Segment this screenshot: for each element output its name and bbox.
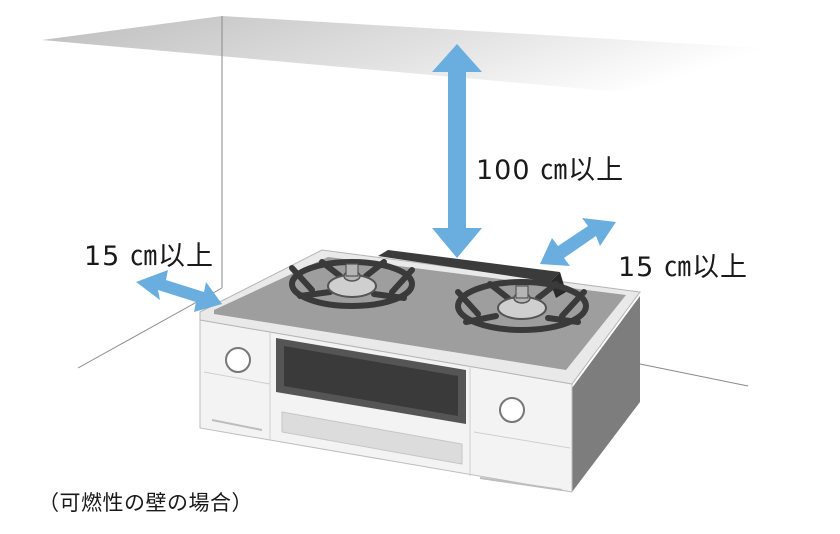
cooktop-surface (214, 257, 626, 370)
panel-h-2 (473, 431, 571, 449)
right-burner (455, 279, 589, 333)
left-burner (289, 259, 415, 309)
condition-caption: （可燃性の壁の場合） (38, 491, 253, 515)
floor-line-right (639, 363, 749, 387)
left-clearance-arrow (136, 270, 222, 312)
top-clearance-label: 100 ㎝以上 (476, 155, 625, 186)
grill-window (284, 346, 458, 416)
exhaust-vent (378, 250, 560, 282)
right-clearance-arrow (540, 218, 616, 266)
ceiling-plane (42, 16, 798, 92)
drawer-line-left (211, 419, 263, 431)
right-knob (499, 397, 525, 423)
right-clearance-label: 15 ㎝以上 (618, 252, 748, 283)
top-clearance-arrow (432, 44, 482, 258)
panel-h-1 (203, 371, 271, 385)
drawer-line-right (479, 477, 563, 491)
gas-stove (199, 249, 641, 493)
left-clearance-label: 15 ㎝以上 (84, 241, 214, 272)
grill-handle (281, 411, 463, 465)
left-knob (225, 347, 251, 373)
stove-side-panel (572, 296, 640, 492)
